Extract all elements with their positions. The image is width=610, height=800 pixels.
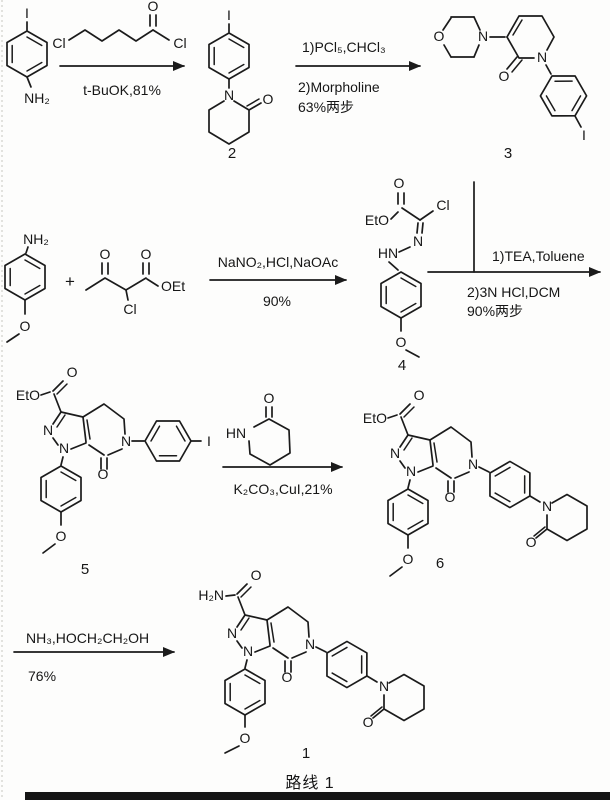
- reaction-arrow-step2: 1)PCl₅,CHCl₃ 2)Morpholine 63%两步: [295, 39, 421, 115]
- step4-conditions-below-2: 90%两步: [467, 303, 523, 319]
- compound-3-number: 3: [504, 145, 512, 162]
- molecule-4-iodoaniline: I NH₂: [6, 5, 50, 106]
- reaction-arrow-step1: t-BuOK,81%: [59, 61, 185, 98]
- step6-conditions-above: NH₃,HOCH₂CH₂OH: [26, 630, 149, 646]
- step2-conditions-below-1: 2)Morpholine: [298, 79, 380, 95]
- reaction-arrow-step3: NaNO₂,HCl,NaOAc 90%: [209, 254, 347, 309]
- step6-yield: 76%: [28, 668, 56, 684]
- molecule-compound-1: H₂N O 1: [198, 566, 425, 762]
- atom-label-imine-n: N: [413, 233, 423, 249]
- step1-conditions: t-BuOK,81%: [83, 82, 161, 98]
- atom-label-oxygen: O: [263, 91, 274, 107]
- molecule-compound-4: O EtO Cl N HN O 4: [365, 175, 450, 374]
- atom-label-etO: EtO: [365, 212, 389, 228]
- atom-label-ring-n: N: [537, 49, 547, 65]
- compound-5-number: 5: [81, 561, 89, 578]
- molecule-compound-6: EtO O 6: [363, 386, 588, 577]
- reaction-arrow-step4: 1)TEA,Toluene 2)3N HCl,DCM 90%两步: [427, 181, 601, 319]
- molecule-piperidin-2-one: HN O: [226, 390, 291, 466]
- atom-label-ester-o: O: [394, 175, 405, 191]
- atom-label-hn: HN: [226, 425, 246, 441]
- atom-label-hn: HN: [378, 245, 398, 261]
- plus-sign: +: [65, 272, 75, 291]
- atom-label-iodine: I: [207, 433, 211, 449]
- step4-conditions-below-1: 2)3N HCl,DCM: [467, 284, 560, 300]
- atom-label-chlorine: Cl: [52, 35, 65, 51]
- reaction-arrow-step6: NH₃,HOCH₂CH₂OH 76%: [13, 630, 175, 684]
- atom-label-methoxy-o: O: [20, 318, 31, 334]
- atom-label-ester-o: O: [141, 246, 152, 262]
- atom-label-oxygen: O: [264, 390, 275, 406]
- atom-label-morpholine-n: N: [478, 28, 488, 44]
- atom-label-acyl-chloride: Cl: [173, 35, 186, 51]
- atom-label-chlorine: Cl: [436, 197, 449, 213]
- atom-label-nitrogen: N: [224, 87, 234, 103]
- compound-4-number: 4: [398, 357, 406, 374]
- step3-conditions-above: NaNO₂,HCl,NaOAc: [218, 254, 339, 270]
- scan-bottom-bar: [25, 792, 610, 800]
- molecule-5-chlorovaleryl-chloride: Cl O Cl: [52, 0, 186, 51]
- atom-label-ketone-o: O: [100, 246, 111, 262]
- atom-label-ethoxy: OEt: [161, 278, 185, 294]
- atom-label-methoxy-o: O: [396, 334, 407, 350]
- reaction-arrow-step5: K₂CO₃,CuI,21%: [222, 462, 343, 497]
- step2-conditions-above: 1)PCl₅,CHCl₃: [302, 39, 386, 55]
- atom-label-amine: NH₂: [23, 231, 49, 247]
- molecule-compound-5: EtO I O 5: [16, 363, 211, 578]
- atom-label-amine: NH₂: [24, 90, 50, 106]
- atom-label-methoxy-o: O: [56, 528, 67, 544]
- molecule-4-methoxyaniline: NH₂ O: [4, 231, 49, 343]
- compound-2-number: 2: [228, 145, 236, 162]
- atom-label-etO: EtO: [363, 410, 387, 426]
- step4-conditions-above: 1)TEA,Toluene: [492, 248, 585, 264]
- atom-label-methoxy-o: O: [240, 730, 251, 746]
- atom-label-oxygen: O: [148, 0, 159, 14]
- step5-conditions: K₂CO₃,CuI,21%: [233, 481, 332, 497]
- compound-1-number: 1: [302, 745, 310, 762]
- atom-label-iodine: I: [25, 5, 29, 21]
- step3-yield: 90%: [263, 293, 291, 309]
- molecule-compound-2: I N O 2: [208, 7, 274, 162]
- route-label: 路线 1: [285, 774, 334, 792]
- atom-label-iodine: I: [582, 127, 586, 143]
- atom-label-iodine: I: [227, 7, 231, 23]
- molecule-ethyl-2-chloroacetoacetate: O Cl O OEt: [85, 246, 185, 317]
- molecule-compound-3: O N O N I 3: [434, 15, 594, 162]
- atom-label-amide-h2n: H₂N: [198, 587, 224, 603]
- atom-label-etO: EtO: [16, 387, 40, 403]
- atom-label-chlorine: Cl: [123, 301, 136, 317]
- atom-label-lactam-o: O: [499, 68, 510, 84]
- atom-label-morpholine-o: O: [434, 28, 445, 44]
- step2-conditions-below-2: 63%两步: [298, 99, 354, 115]
- atom-label-methoxy-o: O: [403, 551, 414, 567]
- compound-6-number: 6: [436, 555, 444, 572]
